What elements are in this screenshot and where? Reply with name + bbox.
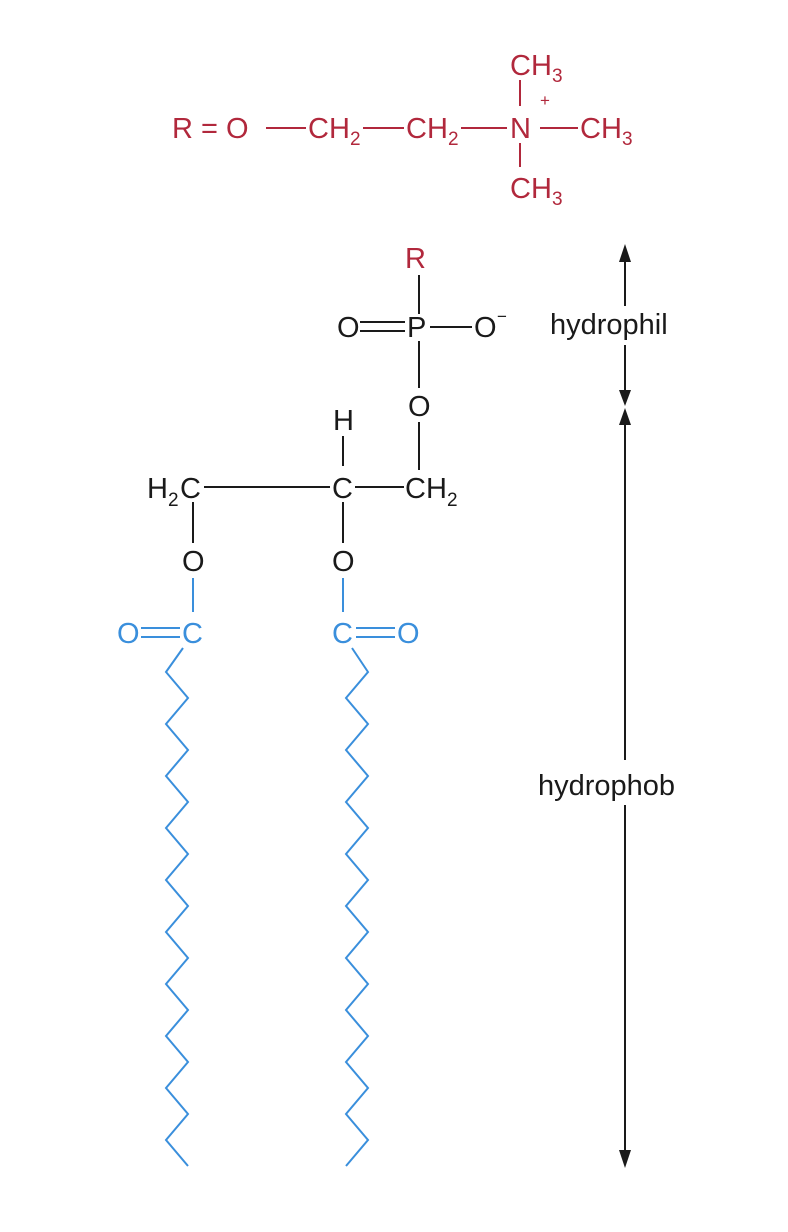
ch2-right-sub: 2: [447, 490, 458, 511]
h2c-c: C: [180, 473, 201, 505]
phosphorus: P: [407, 312, 426, 344]
ch2-right: CH: [405, 473, 447, 505]
r-equals-o: R = O: [172, 113, 249, 145]
positive-charge: +: [540, 91, 550, 110]
ch2-1: CH: [308, 113, 350, 145]
ch2-1-sub: 2: [350, 129, 361, 150]
hydrogen: H: [333, 405, 354, 437]
arrowhead-down-bottom: [619, 1150, 631, 1168]
arrowhead-up-top: [619, 244, 631, 262]
arrowhead-down-mid: [619, 390, 631, 406]
ch3-bottom: CH: [510, 173, 552, 205]
fatty-acid-chain-right: [344, 647, 370, 1167]
phosphate-group: R O P O − O: [337, 243, 507, 470]
ester-oxygen-middle: O: [332, 546, 355, 578]
label-hydrophilic: hydrophil: [550, 309, 668, 341]
carbonyl-carbon-left: C: [182, 618, 203, 650]
ch3-right-sub: 3: [622, 129, 633, 150]
nitrogen: N: [510, 113, 531, 145]
ch3-bottom-sub: 3: [552, 189, 563, 210]
ch3-top-sub: 3: [552, 66, 563, 87]
ch2-2-sub: 2: [448, 129, 459, 150]
acyl-chain-right: C O: [332, 578, 420, 1167]
glycerol-backbone: H H 2 C C CH 2 O O: [147, 405, 458, 578]
phosphate-oxygen-anion: O: [474, 312, 497, 344]
central-carbon: C: [332, 473, 353, 505]
ch2-2: CH: [406, 113, 448, 145]
h2c-h: H: [147, 473, 168, 505]
label-hydrophobic: hydrophob: [538, 770, 675, 802]
negative-charge: −: [497, 307, 507, 326]
hydrophilic-arrow: hydrophil: [550, 244, 668, 406]
hydrophobic-arrow: hydrophob: [538, 408, 675, 1168]
phosphate-oxygen-double: O: [337, 312, 360, 344]
ch3-top: CH: [510, 50, 552, 82]
ester-oxygen-left: O: [182, 546, 205, 578]
headgroup-formula: R = O CH 2 CH 2 N + CH 3 CH 3 CH 3: [172, 50, 633, 210]
carbonyl-carbon-right: C: [332, 618, 353, 650]
h2c-sub: 2: [168, 490, 179, 511]
acyl-chain-left: O C: [117, 578, 203, 1167]
ch3-right: CH: [580, 113, 622, 145]
arrowhead-up-mid: [619, 408, 631, 425]
ester-oxygen: O: [408, 391, 431, 423]
fatty-acid-chain-left: [164, 647, 190, 1167]
carbonyl-oxygen-left: O: [117, 618, 140, 650]
r-group: R: [405, 243, 426, 275]
carbonyl-oxygen-right: O: [397, 618, 420, 650]
